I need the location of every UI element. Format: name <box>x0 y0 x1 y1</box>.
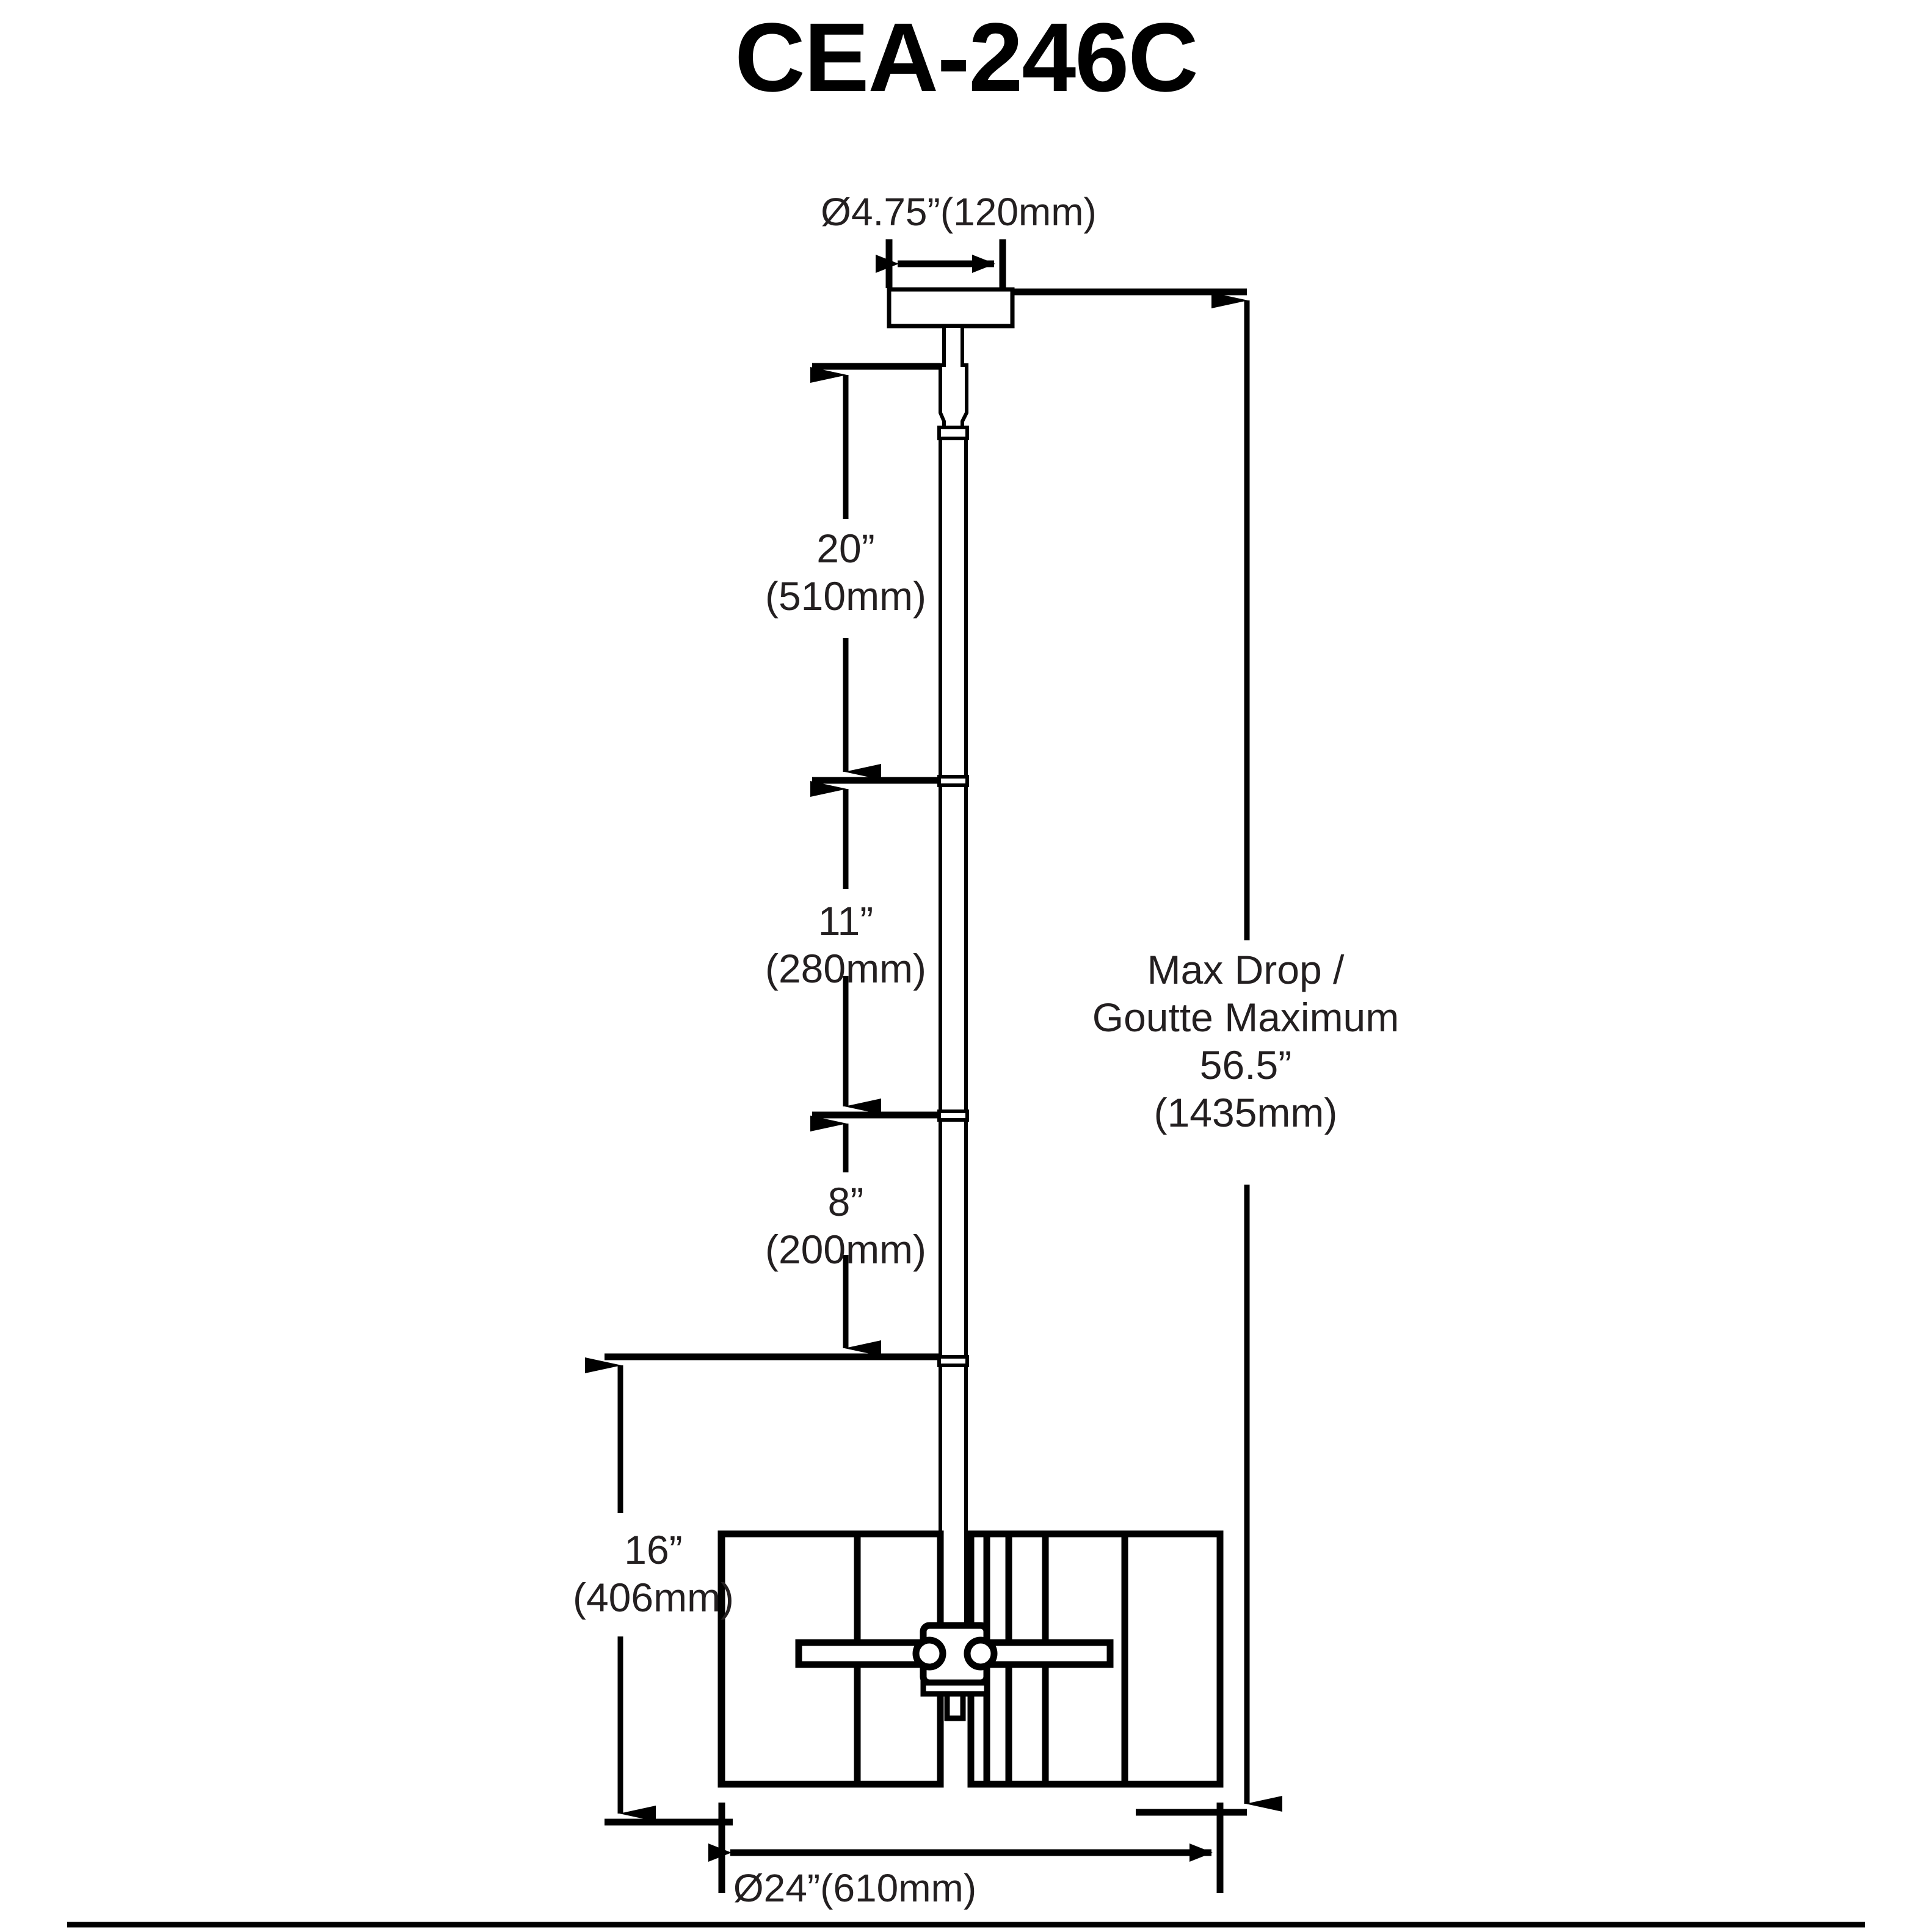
label-rod-segment-3: 8” (200mm) <box>764 1179 927 1272</box>
hub-port-left <box>912 1636 946 1671</box>
rod-segment-1 <box>939 437 968 783</box>
dim-canopy-diameter <box>876 239 1006 288</box>
support-arm-right <box>984 1639 1114 1668</box>
label-rod-segment-2: 11” (280mm) <box>764 898 927 991</box>
central-hub <box>912 1622 998 1721</box>
rod-into-fixture <box>939 1364 968 1654</box>
rod-segment-3 <box>939 1118 968 1362</box>
label-shade-diameter: Ø24”(610mm) <box>733 1866 977 1910</box>
canopy-plate <box>887 287 1015 329</box>
label-rod-segment-1: 20” (510mm) <box>764 526 927 619</box>
label-canopy-diameter: Ø4.75”(120mm) <box>821 190 1097 234</box>
dim-max-drop <box>1014 288 1282 1816</box>
page-title: CEA-246C <box>735 2 1199 112</box>
downrod <box>937 437 969 1654</box>
shade-cyl-9 <box>1121 1530 1224 1788</box>
hub-finial <box>944 1691 966 1721</box>
dim-shade-diameter <box>708 1803 1224 1893</box>
label-fixture-height: 16” (406mm) <box>572 1527 735 1620</box>
dim-16in <box>585 1353 940 1826</box>
support-arm-left <box>795 1639 924 1668</box>
canopy-stem-fitting <box>939 324 968 429</box>
canopy-assembly <box>887 287 1015 440</box>
label-max-drop: Max Drop / Goutte Maximum 56.5” (1435mm) <box>1092 947 1400 1135</box>
hub-port-right <box>964 1636 998 1671</box>
